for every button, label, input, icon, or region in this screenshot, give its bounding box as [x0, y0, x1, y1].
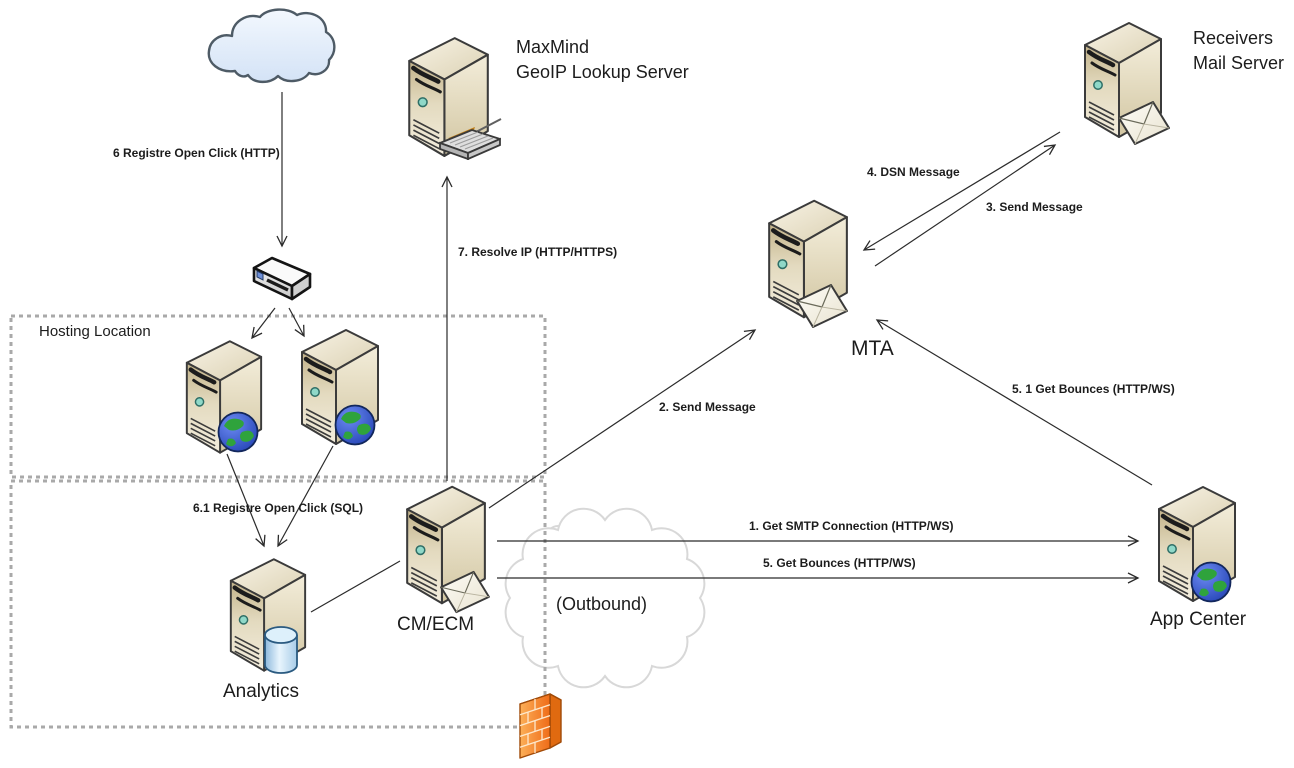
network-gateway-icon	[252, 256, 312, 301]
hosting-location-box	[9, 314, 547, 479]
globe-icon-appcenter	[1190, 561, 1232, 603]
edge-label-registre-open-click-http: 6 Registre Open Click (HTTP)	[113, 146, 280, 160]
analytics-label: Analytics	[223, 681, 300, 702]
edge-mta-to-receivers-send-message	[874, 144, 1057, 267]
edge-label-dsn-message-4: 4. DSN Message	[867, 165, 960, 179]
globe-icon-webserver2	[334, 404, 376, 446]
edge-receivers-to-mta-dsn-message	[862, 131, 1061, 251]
edge-label-get-smtp-connection-1: 1. Get SMTP Connection (HTTP/WS)	[749, 519, 954, 533]
edge-gateway-to-webserver1	[251, 307, 276, 340]
hosting-location-label: Hosting Location	[39, 323, 151, 340]
edge-label-resolve-ip: 7. Resolve IP (HTTP/HTTPS)	[458, 245, 618, 259]
globe-icon-webserver1	[217, 411, 259, 453]
edge-label-send-message-3: 3. Send Message	[986, 200, 1083, 214]
appcenter-label: App Center	[1150, 609, 1247, 630]
internet-cloud-icon	[207, 8, 336, 84]
outbound-label: (Outbound)	[556, 594, 648, 614]
database-icon	[264, 626, 298, 674]
mta-label: MTA	[851, 337, 894, 360]
edge-label-get-bounces-51: 5. 1 Get Bounces (HTTP/WS)	[1012, 382, 1175, 396]
edge-cmecm-to-mta-send-message	[488, 329, 757, 509]
edge-webserver1-to-analytics	[226, 453, 266, 548]
datacenter-box	[9, 479, 547, 729]
outbound-cloud-icon	[504, 507, 706, 689]
edge-appcenter-to-mta-get-bounces	[875, 319, 1153, 486]
maxmind-label: MaxMind GeoIP Lookup Server	[516, 37, 689, 82]
edge-gateway-to-webserver2	[288, 307, 305, 338]
receivers-label: Receivers Mail Server	[1193, 28, 1285, 73]
edge-webserver2-to-analytics	[277, 445, 334, 548]
cmecm-label: CM/ECM	[397, 614, 475, 635]
edge-analytics-to-cmecm	[310, 560, 401, 613]
edge-label-send-message-2: 2. Send Message	[659, 400, 756, 414]
edge-label-registre-open-click-sql: 6.1 Registre Open Click (SQL)	[193, 501, 364, 515]
firewall-icon	[519, 693, 562, 759]
edge-label-get-bounces-5: 5. Get Bounces (HTTP/WS)	[763, 556, 916, 570]
